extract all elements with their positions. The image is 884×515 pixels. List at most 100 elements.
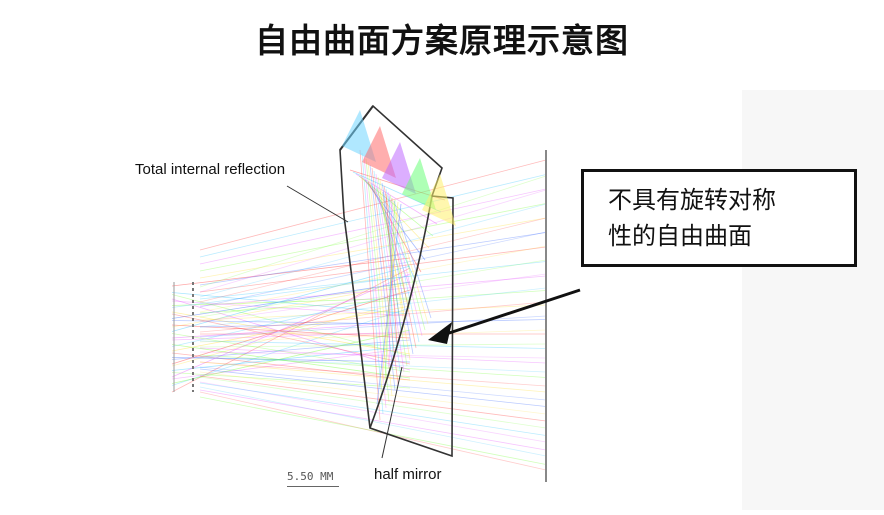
ray-line — [365, 158, 390, 403]
half-mirror-label: half mirror — [374, 466, 442, 483]
ray-line — [367, 161, 393, 397]
scale-bar-label: 5.50 MM — [287, 470, 334, 483]
ray-line — [373, 170, 402, 379]
ray-line — [199, 188, 547, 265]
callout-arrow-head — [428, 322, 452, 344]
ray-line — [364, 179, 426, 261]
ray-line — [171, 307, 411, 386]
ray-line — [171, 281, 411, 319]
ray-line — [199, 376, 547, 429]
ray-line — [363, 155, 387, 409]
ray-line — [382, 191, 402, 333]
display-pixel-fan — [402, 158, 436, 210]
ray-line — [384, 199, 396, 381]
half-mirror-pointer — [381, 366, 403, 459]
ray-line — [199, 375, 547, 422]
ray-line — [199, 174, 547, 258]
ray-line — [199, 246, 547, 293]
ray-line — [171, 324, 411, 339]
ray-line — [199, 232, 547, 286]
callout-line-1: 不具有旋转对称 — [608, 186, 776, 214]
callout-line-2: 性的自由曲面 — [608, 222, 752, 250]
ray-line — [199, 301, 547, 333]
ray-line — [171, 339, 411, 360]
ray-line — [171, 321, 411, 339]
ray-line — [199, 340, 547, 349]
ray-line — [199, 382, 547, 436]
scale-bar — [287, 486, 339, 487]
ray-line — [385, 188, 420, 343]
ray-line — [199, 366, 547, 401]
ray-line — [387, 191, 423, 337]
ray-line — [370, 183, 418, 285]
ray-line — [367, 181, 422, 273]
ray-line — [388, 197, 393, 369]
display-pixel-fan — [342, 110, 376, 162]
ray-line — [199, 217, 547, 279]
ray-line — [358, 175, 434, 237]
ray-line — [171, 345, 411, 371]
display-pixel-fan — [422, 174, 456, 226]
ray-line — [199, 287, 547, 328]
ray-line — [171, 257, 411, 287]
ray-line — [199, 396, 547, 465]
ray-line — [171, 333, 411, 373]
ray-line — [393, 200, 432, 319]
right-panel-background — [742, 90, 884, 510]
ray-line — [381, 182, 414, 355]
ray-line — [385, 193, 398, 345]
ray-line — [171, 298, 411, 371]
tir-label: Total internal reflection — [135, 161, 286, 178]
ray-line — [171, 372, 411, 389]
ray-line — [199, 361, 547, 393]
ray-line — [373, 185, 414, 297]
ray-line — [171, 292, 411, 315]
ray-line — [369, 164, 396, 391]
ray-line — [361, 152, 384, 415]
tir-pointer — [286, 185, 349, 223]
ray-line — [380, 201, 399, 393]
ray-line — [371, 167, 399, 385]
ray-line — [199, 159, 547, 251]
ray-line — [171, 305, 411, 352]
ray-line — [171, 299, 411, 367]
ray-line — [199, 329, 547, 343]
half-mirror-surface — [369, 195, 433, 429]
ray-line — [199, 343, 547, 348]
ray-line — [171, 300, 411, 317]
ray-line — [199, 391, 547, 471]
ray-line — [199, 259, 547, 318]
ray-line — [388, 195, 394, 357]
ray-line — [199, 368, 547, 407]
ray-line — [377, 176, 408, 367]
ray-line — [199, 290, 547, 314]
callout-box: 不具有旋转对称 性的自由曲面 — [581, 169, 857, 267]
ray-line — [171, 352, 411, 381]
ray-line — [199, 275, 547, 307]
ray-line — [171, 291, 411, 347]
ray-line — [355, 173, 438, 225]
ray-line — [199, 356, 547, 373]
ray-line — [199, 361, 547, 387]
ray-line — [199, 245, 547, 313]
ray-line — [171, 357, 411, 363]
ray-line — [199, 273, 547, 323]
ray-line — [199, 304, 547, 321]
ray-line — [199, 203, 547, 298]
ray-line — [199, 231, 547, 308]
ray-line — [391, 197, 429, 325]
ray-line — [376, 203, 402, 405]
ray-line — [171, 294, 411, 357]
ray-line — [199, 351, 547, 359]
display-pixel-fan — [362, 126, 396, 178]
ray-line — [379, 179, 411, 361]
ray-line — [199, 261, 547, 300]
ray-line — [171, 344, 411, 379]
ray-line — [171, 265, 411, 332]
display-pixel-fan — [382, 142, 416, 194]
ray-line — [171, 320, 411, 325]
ray-line — [171, 289, 411, 365]
ray-line — [171, 297, 411, 306]
freeform-prism — [339, 104, 454, 458]
